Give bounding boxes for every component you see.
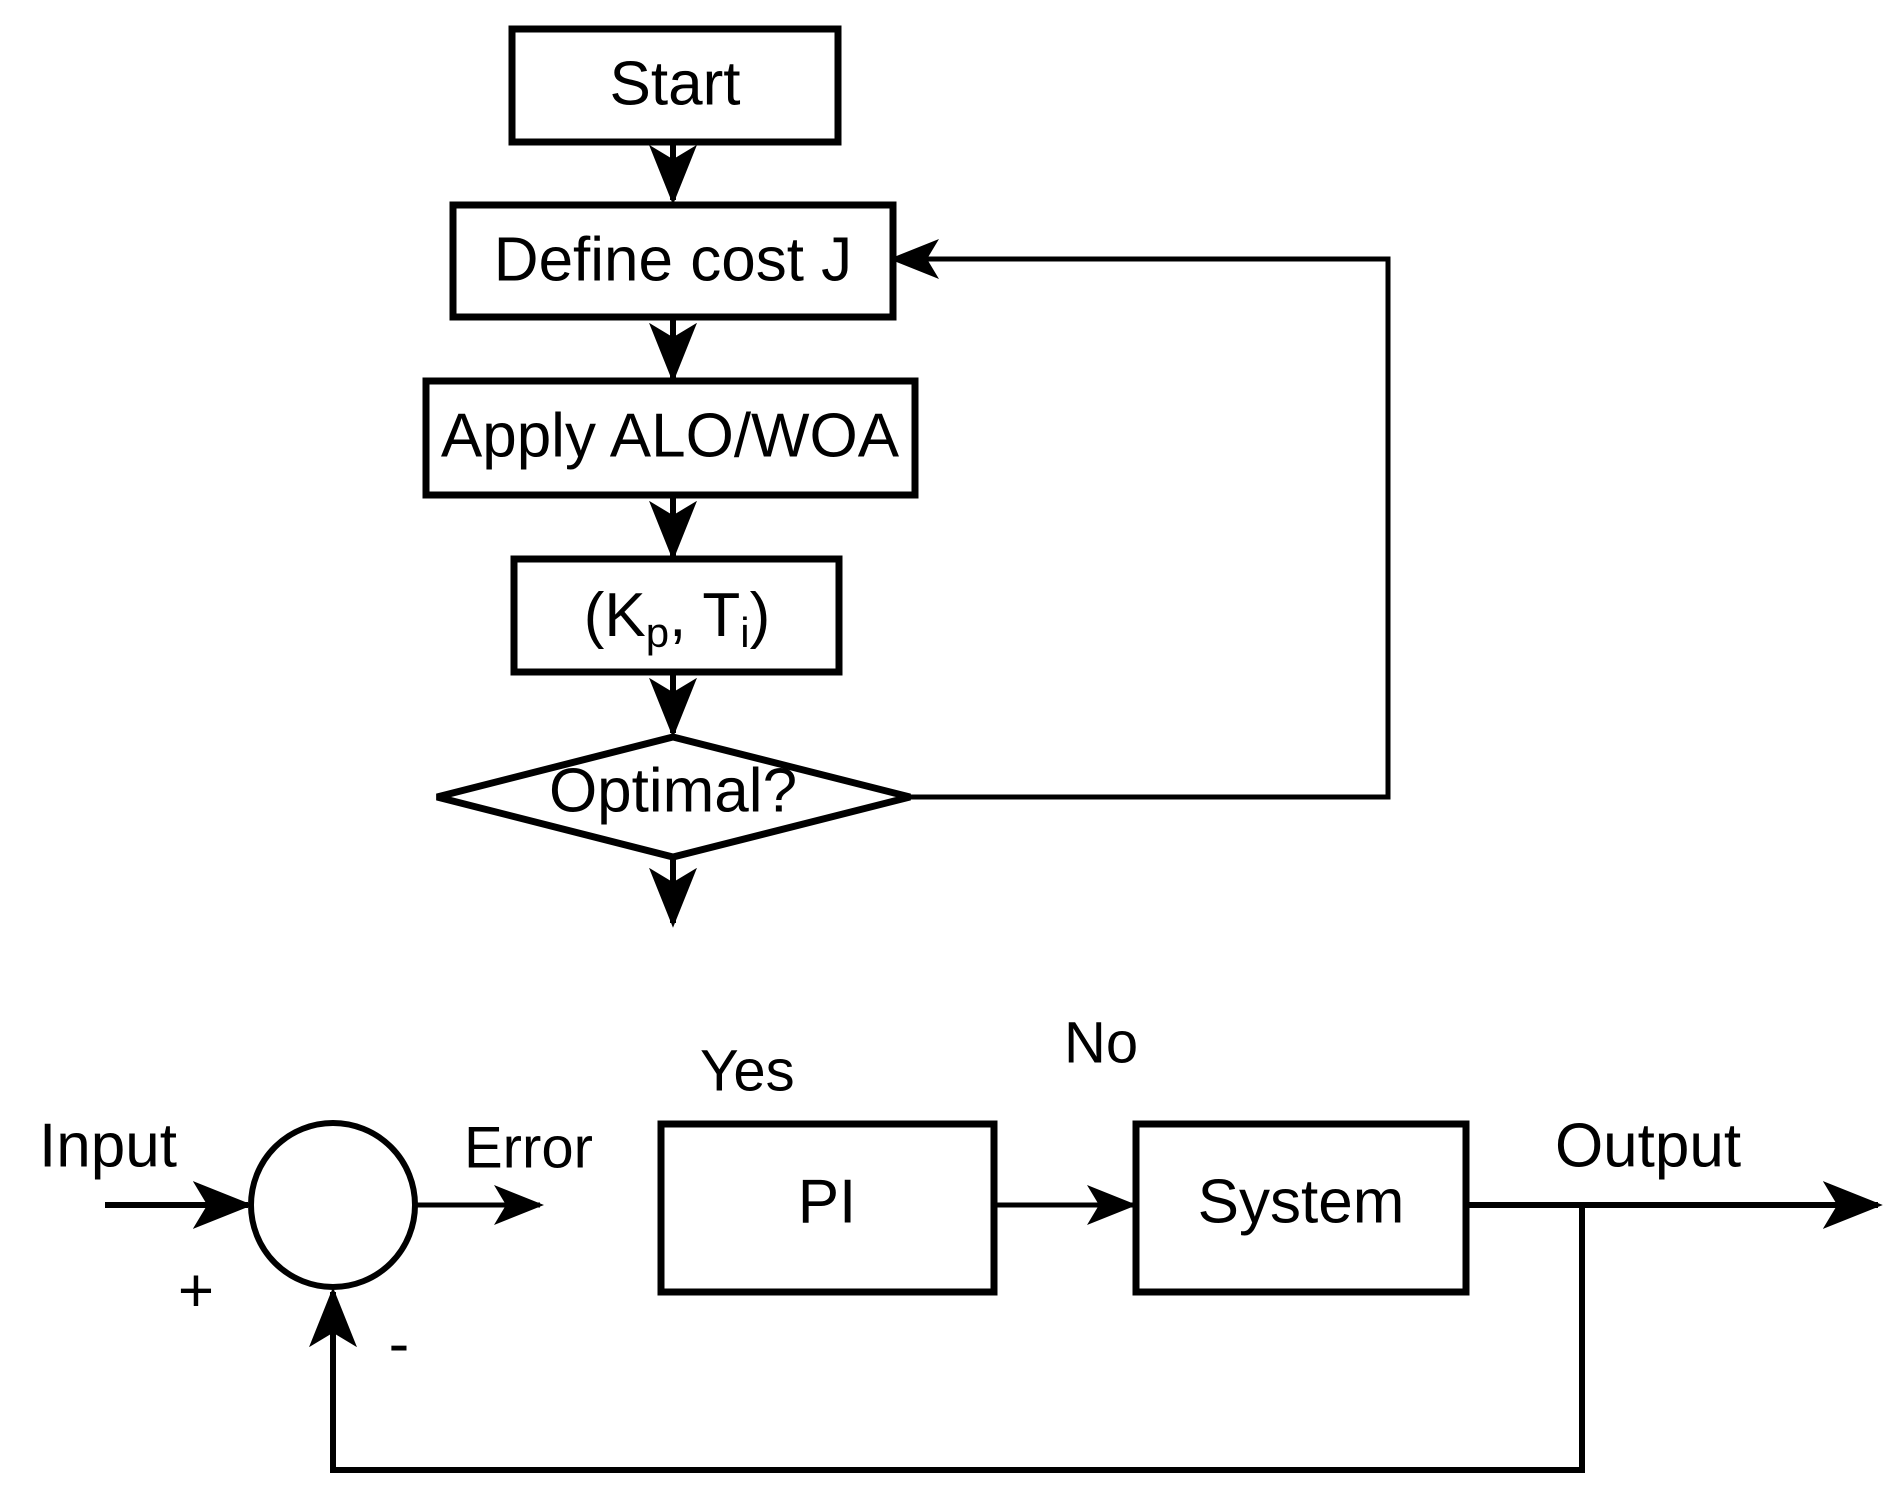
- node-gains-label: (Kp, Ti): [584, 581, 771, 656]
- node-system-plant[interactable]: [1132, 1120, 1470, 1296]
- node-apply-algorithm[interactable]: [422, 377, 919, 499]
- node-gains-sub-i: i: [740, 609, 749, 656]
- node-pi-controller[interactable]: [657, 1120, 998, 1296]
- io-label-output: Output: [1555, 1111, 1741, 1180]
- sign-label-minus: -: [389, 1309, 410, 1378]
- node-gains-close: ): [750, 581, 771, 650]
- node-define-cost[interactable]: [449, 201, 897, 321]
- edge-label-yes: Yes: [700, 1038, 795, 1103]
- edge-label-no: No: [1064, 1010, 1138, 1075]
- node-gains-sub-p: p: [646, 609, 669, 656]
- node-decision-optimal[interactable]: [436, 733, 911, 861]
- sign-label-plus: +: [178, 1256, 214, 1325]
- node-start-label: Start: [610, 49, 741, 118]
- connector-decision-no-feedback: [888, 239, 1391, 800]
- edge-label-error: Error: [464, 1115, 593, 1180]
- node-define-cost-label: Define cost J: [494, 225, 852, 294]
- node-start[interactable]: [508, 25, 842, 146]
- connector-output-feedback-to-sum: [309, 1205, 1585, 1473]
- node-gains[interactable]: [510, 555, 843, 676]
- node-apply-algorithm-label: Apply ALO/WOA: [441, 401, 900, 470]
- io-label-input: Input: [39, 1111, 177, 1180]
- node-gains-open: (K: [584, 581, 646, 650]
- summing-junction[interactable]: [248, 1120, 418, 1290]
- node-gains-comma: , T: [669, 581, 740, 650]
- node-pi-controller-label: PI: [798, 1167, 857, 1236]
- node-decision-label: Optimal?: [549, 756, 797, 825]
- node-system-plant-label: System: [1198, 1167, 1405, 1236]
